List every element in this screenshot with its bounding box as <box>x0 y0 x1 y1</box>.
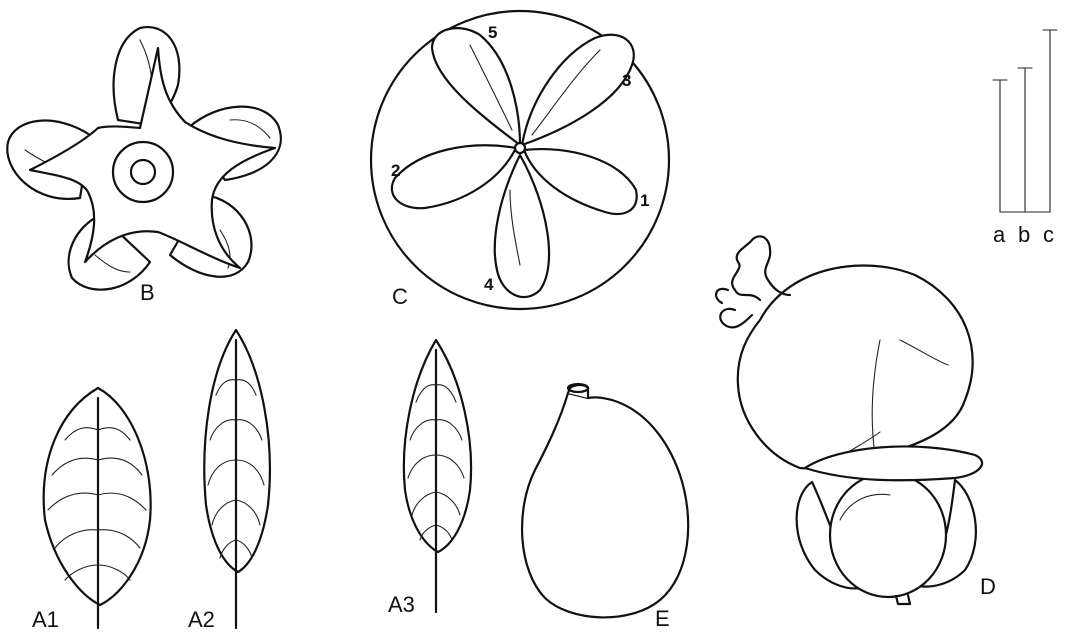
leaf-a1 <box>44 388 151 628</box>
ovary-fruit <box>522 384 688 617</box>
label-b: B <box>140 280 155 305</box>
ovary-body <box>522 393 688 617</box>
diagram-center <box>515 143 525 153</box>
withered-style <box>732 236 790 300</box>
leaf-a2 <box>204 330 270 628</box>
diagram-petal-5 <box>432 28 520 145</box>
label-c: C <box>392 284 408 309</box>
scale-bar-b <box>1018 68 1032 212</box>
label-e: E <box>655 606 670 631</box>
diagram-petal-3 <box>522 35 634 145</box>
diagram-number-2: 2 <box>391 161 400 180</box>
fruit-capsule <box>716 236 982 604</box>
leaf-a3-blade <box>404 340 471 552</box>
seed-ball <box>830 473 946 597</box>
label-a3: A3 <box>388 592 415 617</box>
leaf-a3 <box>404 340 471 612</box>
capsule-body <box>738 265 973 468</box>
scale-label-c: c <box>1043 222 1054 247</box>
label-d: D <box>980 574 996 599</box>
diagram-number-3: 3 <box>622 71 631 90</box>
scale-label-b: b <box>1018 222 1030 247</box>
diagram-number-1: 1 <box>640 191 649 210</box>
scale-label-a: a <box>993 222 1006 247</box>
diagram-number-5: 5 <box>488 23 497 42</box>
scale-bar-a <box>993 80 1007 212</box>
flower-top-view <box>7 27 281 290</box>
floral-diagram <box>371 11 669 309</box>
scale-bar-c <box>1043 30 1057 212</box>
diagram-number-4: 4 <box>484 275 494 294</box>
label-a2: A2 <box>188 607 215 632</box>
scale-bars <box>993 30 1057 212</box>
label-a1: A1 <box>32 607 59 632</box>
diagram-petal-2 <box>392 145 516 208</box>
